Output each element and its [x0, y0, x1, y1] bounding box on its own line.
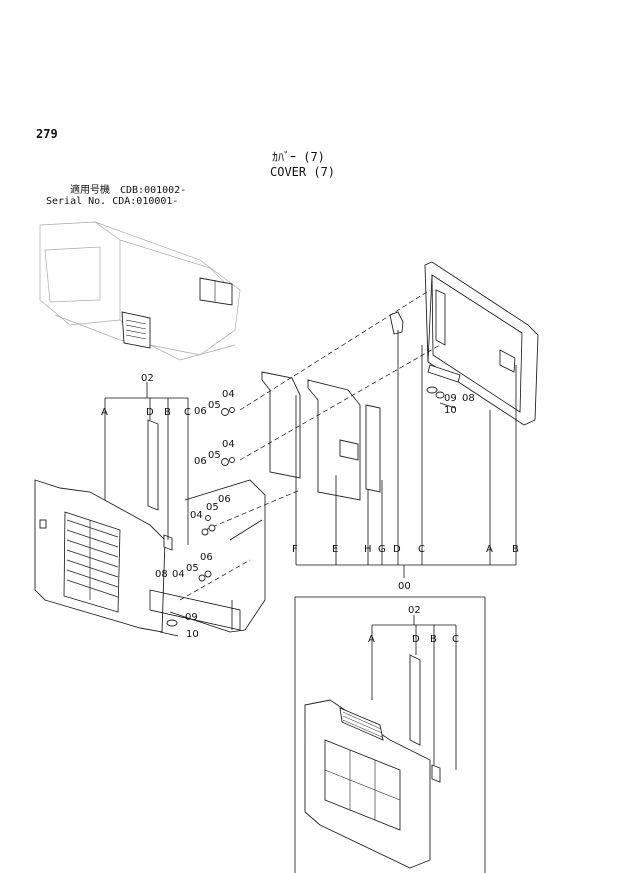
support-bracket	[149, 479, 266, 633]
callout-top-c: C	[184, 407, 191, 418]
callout-05: 05	[208, 400, 221, 411]
callout-labels: 02 A D B C 04 05 06 04 05 06 06 05 04 06…	[101, 373, 519, 645]
inset-frame	[294, 596, 486, 873]
callout-08: 08	[155, 569, 168, 580]
door-frame	[424, 261, 539, 426]
callout-04: 04	[222, 389, 235, 400]
fasteners	[159, 407, 235, 637]
location-view-panel	[121, 277, 233, 349]
callout-10: 10	[186, 629, 199, 640]
callout-inset-a: A	[368, 634, 375, 645]
callout-inset-c: C	[452, 634, 459, 645]
callout-inset-group: 02	[408, 605, 421, 616]
callout-08-right: 08	[462, 393, 475, 404]
callout-top-d: D	[146, 407, 154, 418]
callout-bottom-b: B	[512, 544, 519, 555]
inset-panel	[304, 654, 441, 869]
alignment-lines	[179, 289, 441, 601]
title-english: COVER (7)	[270, 165, 336, 179]
callout-04b: 04	[222, 439, 235, 450]
callout-bottom-c: C	[418, 544, 425, 555]
leader-lines	[104, 330, 517, 770]
callout-04d: 04	[172, 569, 185, 580]
callout-bottom-group: 00	[398, 581, 411, 592]
callout-bottom-e: E	[332, 544, 338, 555]
callout-06b: 06	[194, 456, 207, 467]
callout-06: 06	[194, 406, 207, 417]
callout-05d: 05	[186, 563, 199, 574]
callout-top-b: B	[164, 407, 171, 418]
callout-09-right: 09	[444, 393, 457, 404]
serial-japanese: 適用号機 CDB:001002-	[70, 185, 187, 196]
callout-inset-b: B	[430, 634, 437, 645]
seal-strips	[261, 371, 381, 501]
callout-bottom-h: H	[364, 544, 372, 555]
callout-05b: 05	[208, 450, 221, 461]
serial-english: Serial No. CDA:010001-	[46, 196, 179, 207]
side-panel	[34, 479, 166, 633]
callout-04c: 04	[190, 510, 203, 521]
callout-bottom-f: F	[292, 544, 298, 555]
panel-strips	[147, 419, 173, 551]
callout-bottom-a: A	[486, 544, 493, 555]
callout-bottom-d: D	[393, 544, 401, 555]
callout-inset-d: D	[412, 634, 420, 645]
callout-bottom-g: G	[378, 544, 386, 555]
callout-06d: 06	[200, 552, 213, 563]
callout-top-group: 02	[141, 373, 154, 384]
callout-09: 09	[185, 612, 198, 623]
callout-10-right: 10	[444, 405, 457, 416]
plate-d	[389, 311, 404, 335]
page-number: 279	[36, 127, 58, 141]
callout-05c: 05	[206, 502, 219, 513]
hinge-parts	[426, 364, 461, 409]
callout-06c: 06	[218, 494, 231, 505]
callout-top-a: A	[101, 407, 108, 418]
title-japanese: ｶﾊﾞｰ (7)	[272, 150, 325, 164]
